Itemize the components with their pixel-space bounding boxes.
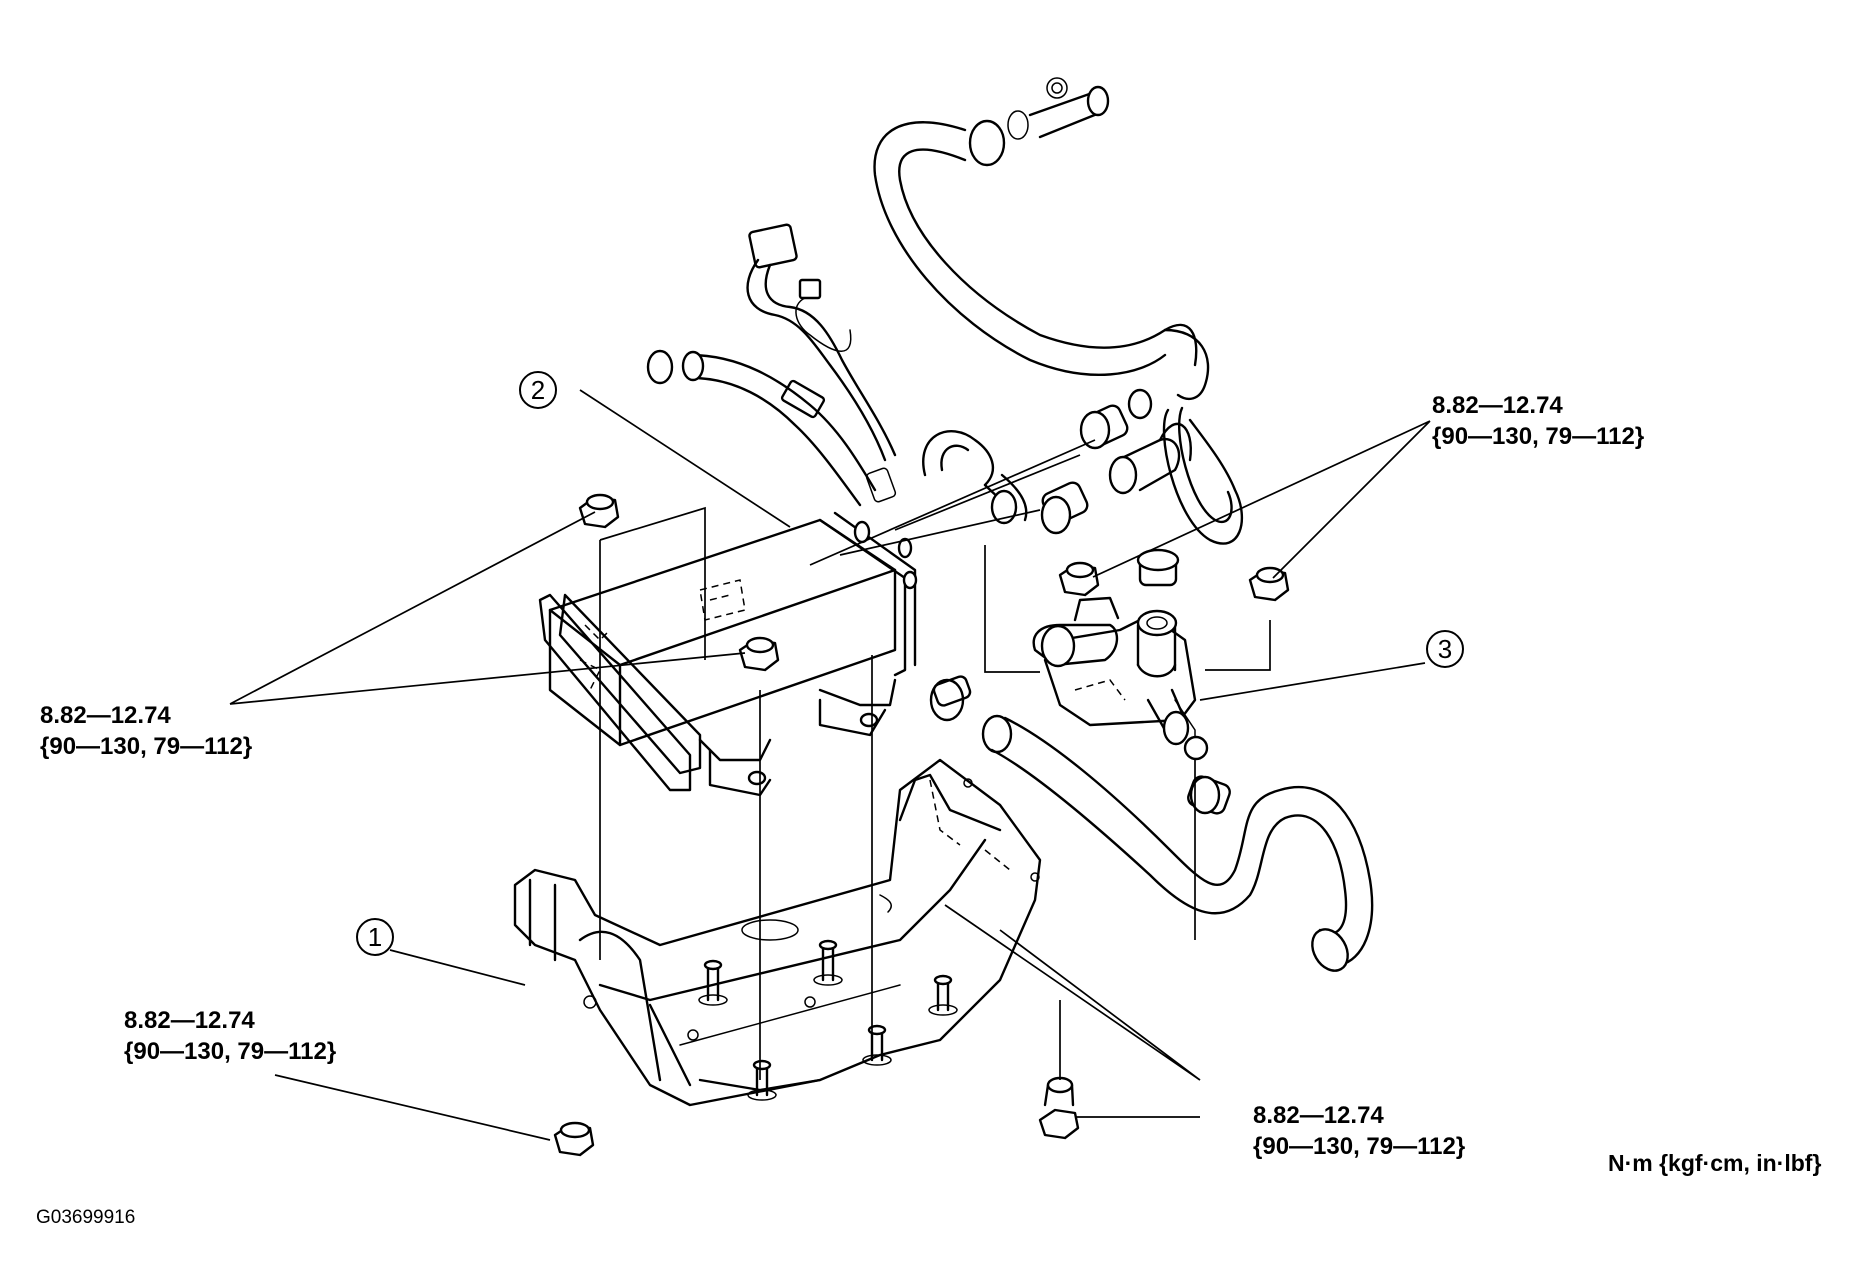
wiring-harness xyxy=(746,223,897,503)
bracket-bolt xyxy=(553,1076,1080,1157)
torque-nm: 8.82—12.74 xyxy=(1253,1102,1384,1129)
hose-clamps xyxy=(929,388,1153,722)
alignment-lines xyxy=(599,439,1271,1080)
short-hose-right xyxy=(1108,422,1192,495)
torque-spec-upper-right: 8.82—12.74 {90—130, 79—112} xyxy=(1432,390,1644,452)
purge-hose-small xyxy=(646,349,877,507)
torque-alt-units: {90—130, 79—112} xyxy=(40,733,253,760)
callout-part-1: 1 xyxy=(356,918,394,956)
lower-vapor-hose xyxy=(981,714,1374,972)
units-legend: N·m {kgf·cm, in·lbf} xyxy=(1608,1150,1822,1176)
charcoal-canister xyxy=(538,511,918,797)
purge-solenoid-valve xyxy=(1032,548,1209,761)
torque-spec-left-center: 8.82—12.74 {90—130, 79—112} xyxy=(40,700,252,762)
torque-alt-units: {90—130, 79—112} xyxy=(124,1038,337,1065)
torque-nm: 8.82—12.74 xyxy=(124,1007,255,1034)
figure-id: G03699916 xyxy=(36,1207,136,1228)
torque-nm: 8.82—12.74 xyxy=(40,702,171,729)
callout-part-2: 2 xyxy=(519,371,557,409)
hose-loop-right xyxy=(1162,406,1243,545)
torque-alt-units: {90—130, 79—112} xyxy=(1432,423,1645,450)
mounting-nut xyxy=(1058,561,1290,602)
upper-vapor-hose xyxy=(873,77,1210,401)
torque-nm: 8.82—12.74 xyxy=(1432,392,1563,419)
leader-lines xyxy=(229,389,1431,1141)
torque-alt-units: {90—130, 79—112} xyxy=(1253,1133,1466,1160)
torque-spec-lower-left: 8.82—12.74 {90—130, 79—112} xyxy=(124,1005,336,1067)
canister-bracket xyxy=(513,758,1042,1107)
callout-part-3: 3 xyxy=(1426,630,1464,668)
canister-nut xyxy=(578,493,780,672)
torque-spec-lower-center: 8.82—12.74 {90—130, 79—112} xyxy=(1253,1100,1465,1162)
